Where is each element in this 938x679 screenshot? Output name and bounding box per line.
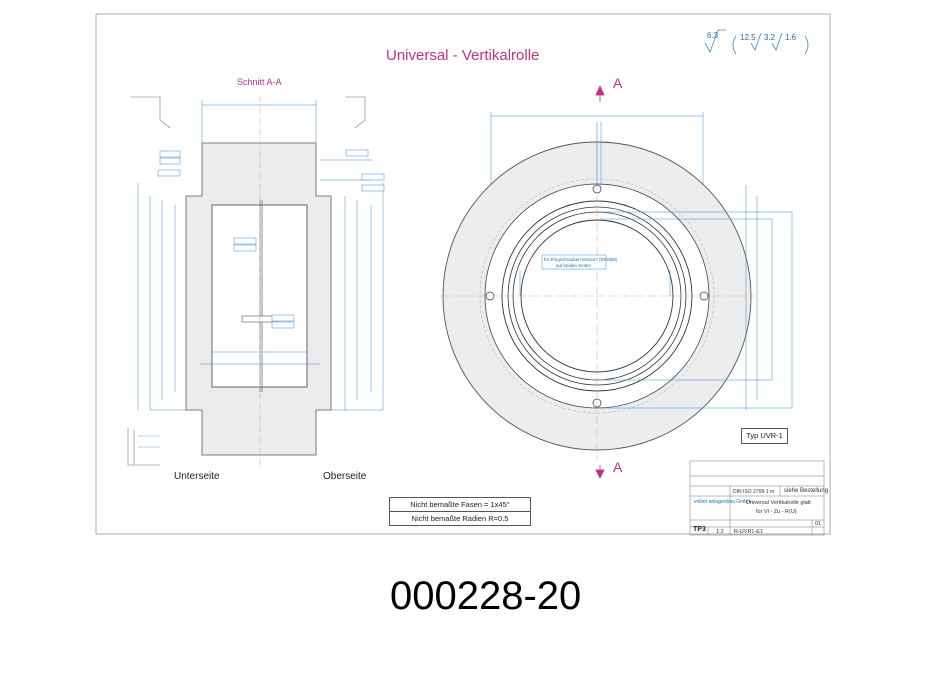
drawing-title: Universal - Vertikalrolle	[386, 47, 540, 64]
section-marker-top: A	[613, 75, 623, 91]
type-box: Typ UVR-1	[741, 428, 788, 444]
section-view	[127, 96, 385, 470]
surface-finish-2: 3.2	[764, 33, 776, 42]
front-view	[440, 112, 793, 460]
callout-note-line2: auf beiden Seiten	[556, 263, 592, 268]
general-notes: Nicht bemaßte Fasen = 1x45° Nicht bemaßt…	[389, 497, 531, 526]
title-block-part-no: R-UVR1-E1	[734, 529, 764, 535]
title-block-desc-2: für Vl - Zu - R(U)	[756, 509, 797, 515]
note-chamfers: Nicht bemaßte Fasen = 1x45°	[410, 500, 510, 509]
title-block-company: vollert anlagenbau GmbH	[694, 499, 751, 505]
title-block-label: TP3	[693, 526, 706, 533]
callout-note-line1: für Ringschrauben M16x27 (DIN580)	[544, 257, 618, 262]
title-block-standard: DIN ISO 2768-1 m	[733, 489, 775, 495]
section-marker-bottom: A	[613, 459, 623, 475]
note-radii: Nicht bemaßte Radien R=0.5	[390, 511, 530, 525]
title-block-frame	[689, 460, 825, 536]
surface-finish-main: 6.3	[707, 31, 719, 40]
title-block-scale: 1:2	[716, 529, 724, 535]
title-block-order: siehe Bestellung	[784, 488, 829, 494]
drawing-number: 000228-20	[390, 574, 582, 618]
section-label: Schnitt A-A	[237, 77, 282, 87]
side-label-top: Oberseite	[323, 471, 367, 482]
title-block-desc-1: Universal Vertikalrolle glatt	[746, 500, 811, 506]
surface-finish-3: 1.6	[785, 33, 797, 42]
side-label-bottom: Unterseite	[174, 471, 220, 482]
title-block-sheet: 01	[815, 521, 822, 527]
surface-finish-1: 12.5	[740, 33, 756, 42]
